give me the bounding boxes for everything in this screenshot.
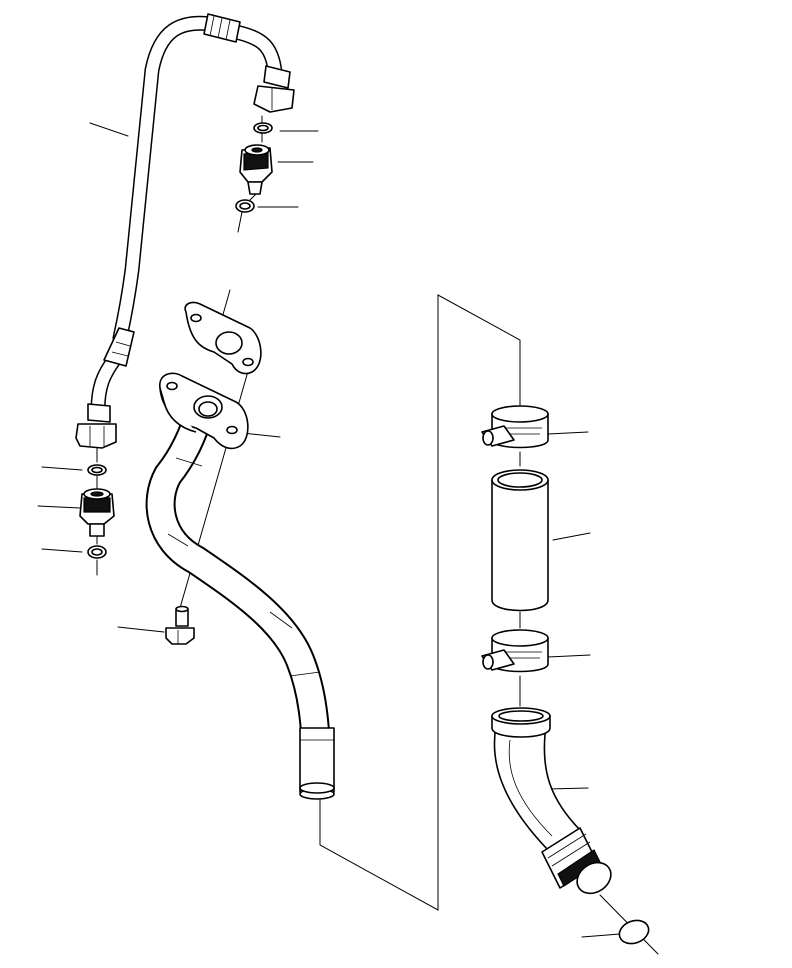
upper-o-ring — [253, 122, 273, 134]
lower-hose-nut — [75, 403, 117, 449]
mounting-bolt — [165, 605, 195, 645]
upper-hose-nut — [253, 65, 295, 113]
callout-leaders — [37, 122, 621, 938]
drain-pipe — [145, 372, 335, 800]
upper-hose-clamp — [481, 405, 549, 449]
lower-gasket-ring — [87, 545, 107, 559]
rubber-connector-hose — [491, 469, 549, 612]
upper-adapter-fitting — [239, 144, 273, 195]
lower-hose-clamp — [481, 629, 549, 673]
braided-hose — [90, 13, 283, 418]
blanking-plate — [618, 919, 650, 945]
flange-gasket — [184, 301, 262, 375]
upper-gasket-ring — [235, 199, 255, 213]
lower-adapter-fitting — [79, 488, 115, 537]
elbow-tube — [491, 707, 612, 895]
lower-o-ring — [87, 464, 107, 476]
